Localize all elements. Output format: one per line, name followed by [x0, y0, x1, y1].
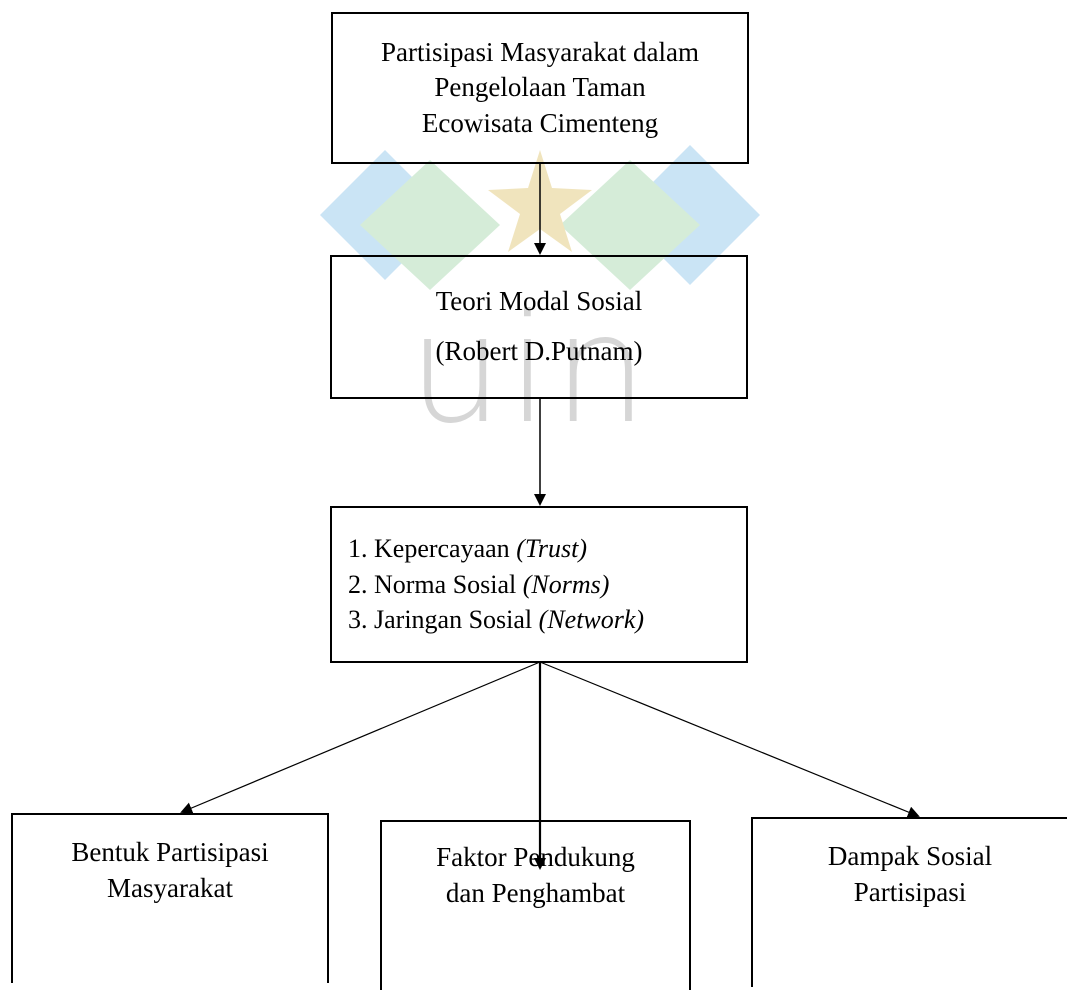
element-term: (Norms) — [522, 569, 610, 599]
outcome-line: dan Penghambat — [445, 877, 626, 908]
element-number: 2. — [348, 569, 368, 599]
element-label: Norma Sosial — [374, 569, 517, 599]
social-capital-elements-box: 1. Kepercayaan (Trust) 2. Norma Sosial (… — [330, 506, 748, 663]
element-number: 1. — [348, 534, 368, 564]
element-label: Kepercayaan — [374, 534, 510, 564]
top-box-line: Ecowisata Cimenteng — [421, 107, 659, 138]
arrow-elements-to-dampak — [539, 661, 920, 818]
theory-title: Teori Modal Sosial — [435, 286, 643, 317]
outcome-line: Masyarakat — [107, 872, 233, 903]
element-number: 3. — [348, 605, 368, 635]
element-item-trust: 1. Kepercayaan (Trust) — [348, 531, 587, 566]
element-item-network: 3. Jaringan Sosial (Network) — [348, 602, 644, 637]
outcome-line: Faktor Pendukung — [436, 842, 635, 872]
watermark-text: uin — [408, 283, 652, 457]
theory-author: (Robert D.Putnam) — [435, 336, 643, 366]
theory-box: Teori Modal Sosial (Robert D.Putnam) — [330, 255, 748, 399]
outcome-box-bentuk: Bentuk Partisipasi Masyarakat — [11, 813, 329, 983]
element-term: (Trust) — [516, 534, 587, 564]
element-item-norms: 2. Norma Sosial (Norms) — [348, 567, 609, 602]
outcome-line: Bentuk Partisipasi — [71, 837, 269, 867]
top-box-participation: Partisipasi Masyarakat dalam Pengelolaan… — [331, 12, 749, 164]
watermark-green-diamond-right — [560, 160, 700, 290]
outcome-box-faktor: Faktor Pendukung dan Penghambat — [380, 820, 691, 990]
top-box-line: Pengelolaan Taman — [434, 72, 646, 103]
watermark-logo — [320, 145, 760, 290]
element-label: Jaringan Sosial — [374, 605, 533, 635]
connectors — [180, 163, 920, 870]
outcome-line: Dampak Sosial — [827, 841, 993, 871]
arrow-elements-to-bentuk — [180, 661, 541, 814]
watermark-green-diamond-left — [360, 160, 500, 290]
outcome-line: Partisipasi — [853, 876, 967, 907]
element-term: (Network) — [538, 605, 645, 635]
outcome-box-dampak: Dampak Sosial Partisipasi — [751, 817, 1067, 987]
top-box-line: Partisipasi Masyarakat dalam — [381, 36, 699, 67]
